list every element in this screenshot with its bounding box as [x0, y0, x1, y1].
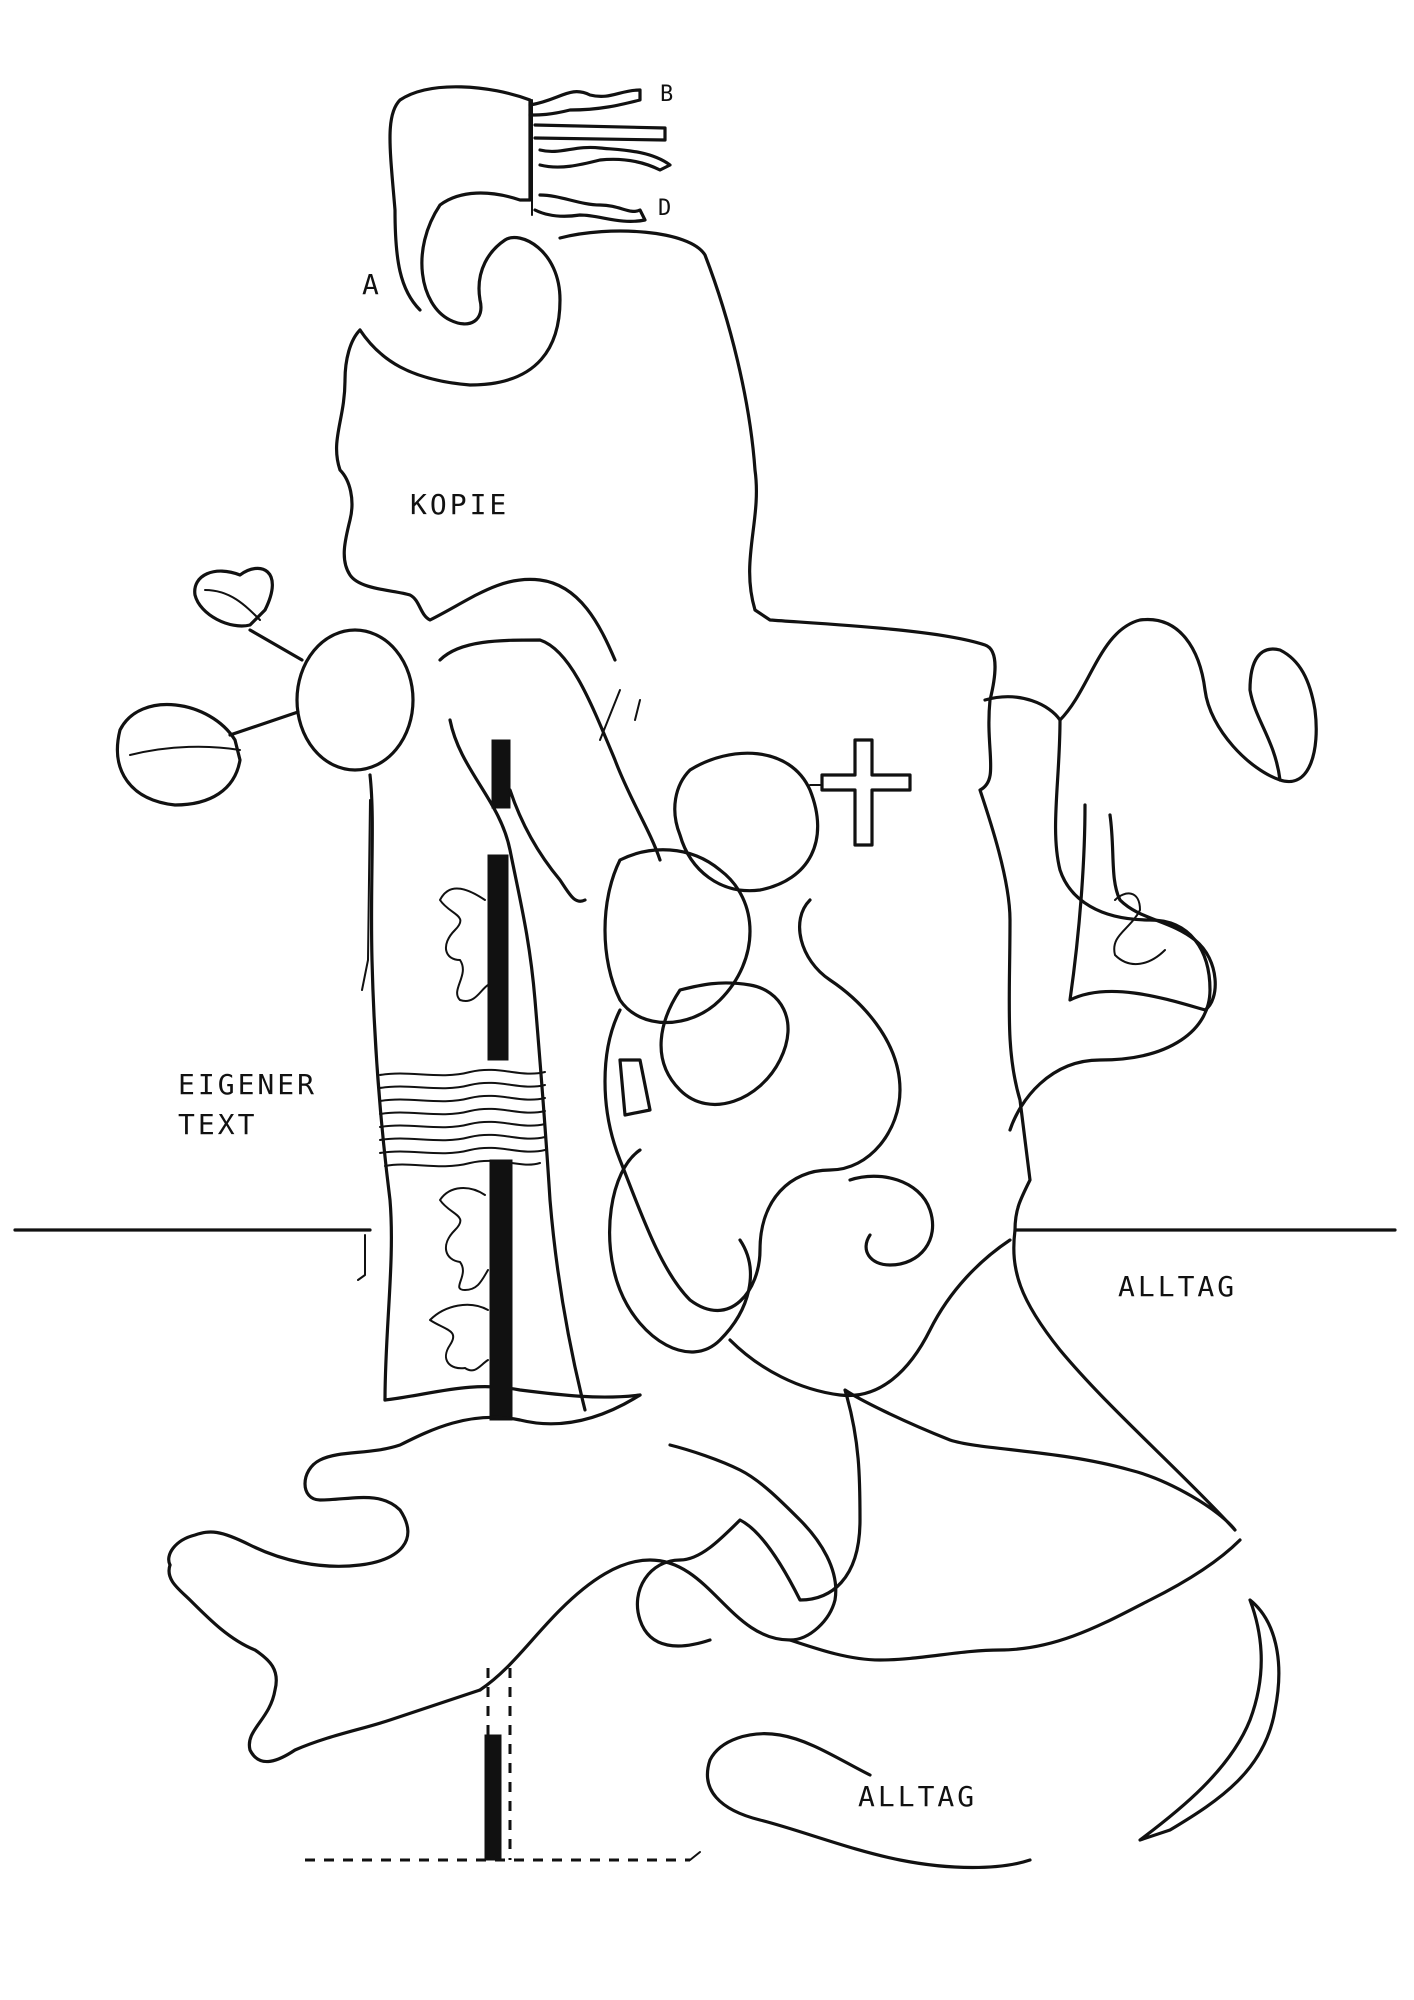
column-bar-1	[491, 739, 511, 809]
leg-inner	[478, 1443, 838, 1692]
leaf-2	[439, 1187, 489, 1291]
column-bar-3	[489, 1159, 513, 1421]
center-lower-loop	[608, 1148, 752, 1354]
flower-stem-upper	[248, 628, 304, 662]
label-eigener-line2: TEXT	[178, 1108, 258, 1141]
bottom-curve-right	[1138, 1598, 1281, 1842]
bottom-blob	[705, 1732, 1032, 1870]
shoulder-ball	[295, 628, 415, 772]
comb-middle	[533, 123, 667, 142]
flower-upper-split	[204, 589, 261, 621]
torso-base	[383, 1385, 642, 1402]
leg-left-foot	[167, 1563, 482, 1764]
hand-ball	[673, 751, 820, 893]
torso-right-edge	[448, 718, 587, 1412]
label-b: B	[660, 82, 675, 107]
head-lobe-a	[358, 85, 562, 387]
center-small-box	[618, 1058, 652, 1117]
center-tail	[728, 1238, 1012, 1398]
hook-shape	[848, 1174, 935, 1267]
torso-tick-left-2	[357, 1234, 366, 1281]
leaf-3	[429, 1303, 489, 1372]
flower-lower	[115, 703, 242, 807]
torso-left-edge	[368, 773, 393, 1402]
label-d: D	[658, 196, 673, 221]
flower-lower-split	[129, 745, 241, 756]
column-bar-2	[487, 854, 509, 1061]
leg-right	[788, 1538, 1242, 1662]
label-alltag-right: ALLTAG	[1118, 1270, 1238, 1303]
center-loop-upper	[603, 848, 752, 1025]
cross-symbol	[820, 738, 912, 847]
right-mass-lower	[1008, 718, 1212, 1132]
right-inner-lobe	[1068, 803, 1217, 1012]
right-mass-outline	[983, 618, 1318, 784]
label-eigener-line1: EIGENER	[178, 1068, 318, 1101]
center-main-body	[603, 898, 902, 1313]
stand-lines	[599, 689, 641, 741]
comb-lower	[538, 145, 672, 172]
flower-upper	[193, 566, 274, 628]
head-profile	[335, 328, 617, 662]
small-leg-upper	[508, 788, 587, 903]
comb-bottom	[533, 193, 647, 223]
flower-stem-lower	[228, 710, 300, 737]
label-a: A	[362, 268, 382, 301]
center-loop-inner	[659, 981, 790, 1107]
head-shape	[558, 229, 1237, 1648]
right-small-curl	[1113, 892, 1166, 965]
comb-upper	[528, 88, 642, 117]
torso-tick-left	[361, 799, 371, 991]
raised-arm	[438, 638, 662, 862]
label-alltag-bottom: ALLTAG	[858, 1780, 978, 1813]
dashed-baseline-tick	[689, 1851, 701, 1861]
label-kopie: KOPIE	[410, 488, 510, 521]
leg-left	[167, 1393, 642, 1568]
column-bar-4	[484, 1734, 502, 1861]
leaf-1	[439, 887, 489, 1002]
wave-band	[379, 1068, 546, 1168]
